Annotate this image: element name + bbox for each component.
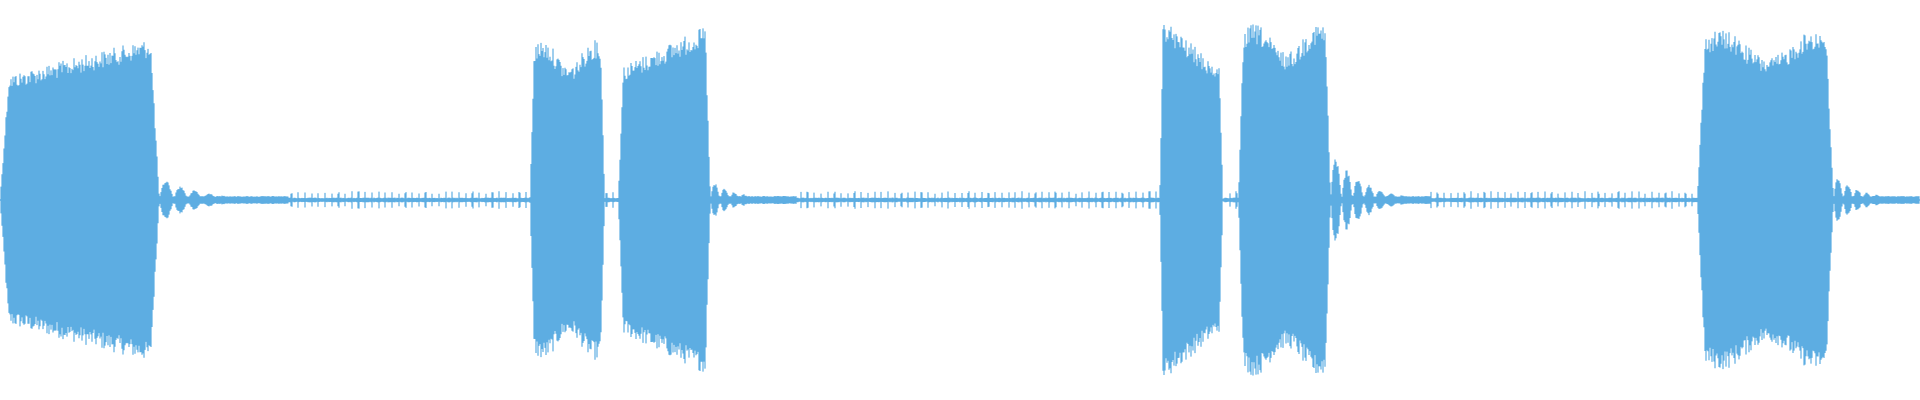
waveform-trace xyxy=(0,24,1920,376)
waveform-bars xyxy=(0,24,1920,376)
